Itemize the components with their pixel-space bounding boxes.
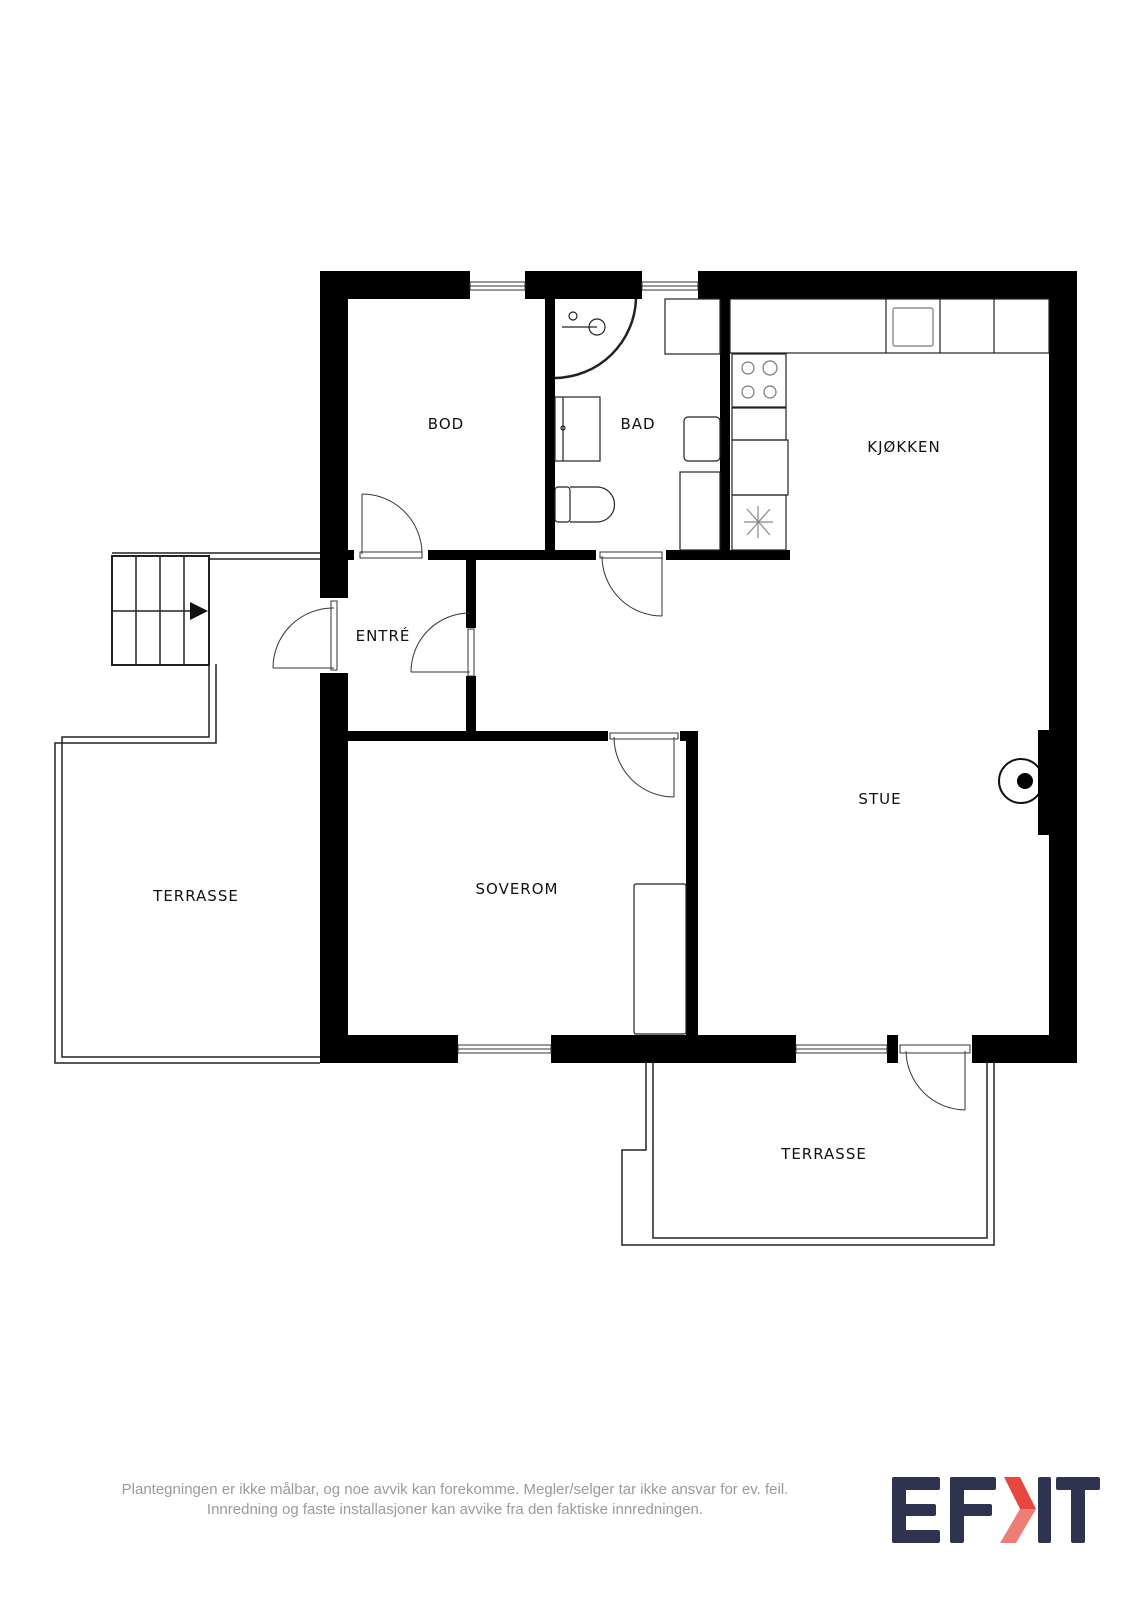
kitchen-sink-icon [892,307,934,347]
sink-icon [554,396,601,462]
windows [457,281,888,1054]
chevron-icon [1004,1477,1036,1509]
room-label-kjokken: KJØKKEN [867,438,940,456]
room-label-bod: BOD [428,415,464,433]
room-label-entre: ENTRÉ [356,626,411,645]
kitchen-fixtures [729,298,1050,551]
room-label-terrasse-west: TERRASSE [152,887,239,905]
fan-unit [731,494,787,551]
room-label-soverom: SOVEROM [476,880,559,898]
shower-icon [554,298,638,380]
bath-cabinet [683,416,721,462]
walls [320,271,1077,1063]
stairs [111,555,210,666]
effekt-logo [892,1477,1100,1543]
room-label-bad: BAD [620,415,655,433]
disclaimer-line-1: Plantegningen er ikke målbar, og noe avv… [121,1481,789,1498]
disclaimer: Plantegningen er ikke målbar, og noe avv… [40,1480,870,1520]
terrace-west [54,552,320,1064]
counter-top [729,298,1050,354]
room-label-terrasse-south: TERRASSE [780,1145,867,1163]
fireplace-icon [998,730,1050,835]
bathroom-fixtures [554,298,721,551]
wardrobe [633,883,687,1035]
stove-icon [731,353,787,408]
terrace-south [621,1062,995,1246]
fan-icon [744,506,773,538]
room-label-stue: STUE [858,790,901,808]
disclaimer-line-2: Innredning og faste installasjoner kan a… [206,1501,704,1518]
doors [272,493,971,1111]
toilet-icon [554,486,571,523]
washer [679,471,721,551]
bath-shelf [664,298,721,355]
stairs-arrow-icon [190,602,208,620]
